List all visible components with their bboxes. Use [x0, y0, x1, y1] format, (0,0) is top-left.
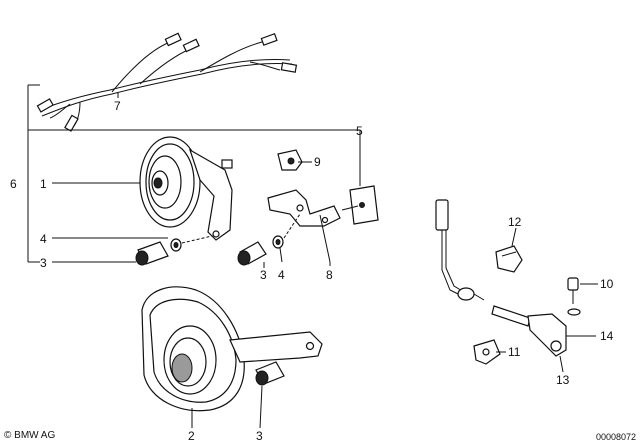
- callout-6: 6: [10, 177, 17, 191]
- horn-2: [141, 286, 323, 412]
- callout-13: 13: [556, 373, 570, 387]
- callout-10: 10: [600, 277, 614, 291]
- callout-labels: 6 1 4 3 7 5 9 3 4 8 12 10 14 11 13 2 3: [10, 99, 614, 443]
- rubber-pad-5: [341, 185, 379, 225]
- callout-12: 12: [508, 215, 522, 229]
- callout-8: 8: [326, 268, 333, 282]
- wiring-harness: [36, 32, 298, 132]
- callout-3-middle: 3: [260, 268, 267, 282]
- wire-socket: [491, 305, 567, 357]
- document-number: 00008072: [595, 432, 636, 442]
- clip-11: [473, 339, 501, 365]
- callout-2: 2: [188, 429, 195, 443]
- callout-3-left: 3: [40, 256, 47, 270]
- connector-wire: [435, 199, 485, 301]
- callout-14: 14: [600, 329, 614, 343]
- callout-9: 9: [314, 155, 321, 169]
- bolt-and-washer-left: [135, 235, 213, 266]
- callout-4-middle: 4: [278, 268, 285, 282]
- horn-1: [139, 136, 233, 241]
- screw-10: [567, 277, 581, 316]
- assembly-bracket-lines: [27, 84, 361, 263]
- callout-4-left: 4: [40, 232, 47, 246]
- callout-11: 11: [508, 345, 521, 359]
- leader-lines: [52, 92, 598, 429]
- clip-nut-9: [277, 149, 303, 171]
- callout-1: 1: [40, 177, 47, 191]
- bracket-8: [267, 189, 341, 263]
- callout-3-bottom: 3: [256, 429, 263, 443]
- bolt-bottom: [255, 361, 285, 386]
- callout-7: 7: [114, 99, 121, 113]
- clip-12: [495, 245, 523, 273]
- bolt-and-washer-middle: [237, 213, 301, 266]
- callout-5: 5: [356, 124, 363, 138]
- copyright-text: © BMW AG: [4, 430, 56, 441]
